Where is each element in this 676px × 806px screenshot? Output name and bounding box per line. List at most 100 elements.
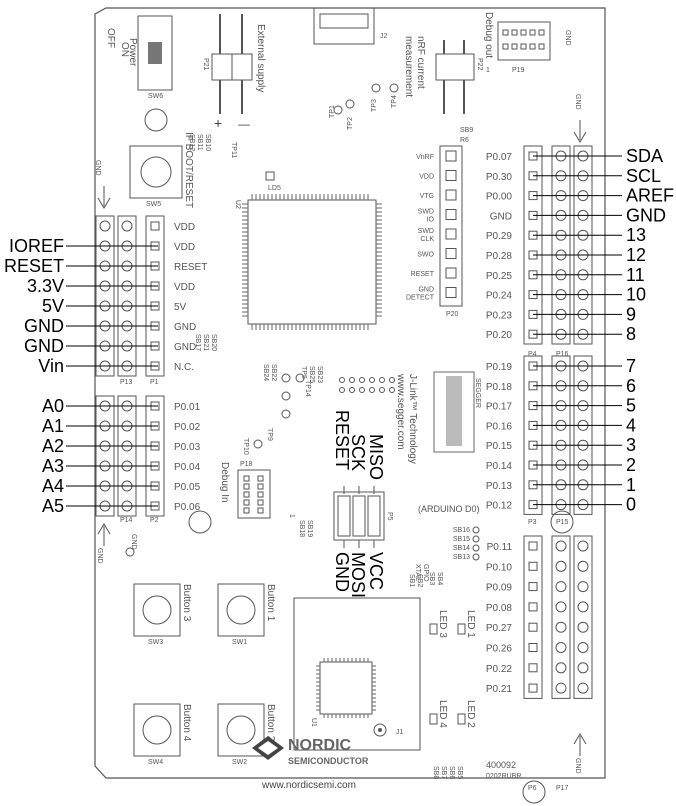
pin bbox=[528, 683, 538, 693]
pin bbox=[577, 662, 589, 674]
button-4[interactable] bbox=[133, 703, 181, 757]
solder-bridge-label: SB13 bbox=[453, 554, 470, 561]
arduino-pin-label: 5 bbox=[626, 396, 636, 416]
svg-text:P6: P6 bbox=[528, 785, 537, 792]
svg-text:SB9: SB9 bbox=[460, 127, 473, 134]
debug-in-header[interactable] bbox=[237, 469, 271, 519]
pin-label: GND bbox=[490, 211, 512, 222]
pin bbox=[257, 499, 264, 506]
svg-text:TP1: TP1 bbox=[329, 105, 336, 118]
arduino-pin-label: GND bbox=[626, 205, 666, 225]
pin bbox=[257, 475, 264, 482]
pin-label: P0.24 bbox=[486, 291, 513, 302]
p20-label: VDD bbox=[419, 174, 434, 181]
svg-text:R6: R6 bbox=[460, 137, 469, 144]
pin bbox=[529, 29, 536, 36]
arduino-pin-label: A2 bbox=[42, 436, 64, 456]
svg-text:P4: P4 bbox=[528, 351, 537, 358]
svg-text:SW6: SW6 bbox=[148, 93, 163, 100]
pin bbox=[520, 43, 527, 50]
pin-label: N.C. bbox=[174, 362, 194, 373]
arduino-pin-label: 2 bbox=[626, 455, 636, 475]
svg-text:NORDIC: NORDIC bbox=[288, 737, 352, 754]
button-3[interactable] bbox=[133, 583, 181, 637]
usb-connector[interactable]: J2 bbox=[313, 7, 388, 45]
svg-text:Button 1: Button 1 bbox=[265, 584, 276, 622]
svg-text:J-Link™ Technology: J-Link™ Technology bbox=[407, 374, 418, 464]
middle-test-points bbox=[281, 373, 305, 419]
pin bbox=[528, 541, 538, 551]
svg-text:TP14: TP14 bbox=[304, 380, 311, 397]
leds bbox=[429, 623, 466, 725]
pin bbox=[445, 209, 457, 220]
svg-text:SW1: SW1 bbox=[232, 639, 247, 646]
svg-text:SW5: SW5 bbox=[146, 201, 161, 208]
svg-text:LED 3: LED 3 bbox=[437, 610, 448, 638]
pin-label: RESET bbox=[174, 262, 207, 273]
svg-text:TP3: TP3 bbox=[371, 99, 378, 112]
solder-bridge-label: SB14 bbox=[453, 545, 470, 552]
svg-text:SB12: SB12 bbox=[188, 134, 195, 151]
external-supply-header bbox=[211, 14, 253, 114]
pin-label: P0.05 bbox=[174, 482, 201, 493]
if-boot-reset-button[interactable] bbox=[129, 145, 183, 199]
arduino-pin-label: 5V bbox=[42, 296, 64, 316]
svg-text:TP10: TP10 bbox=[242, 438, 249, 455]
pin bbox=[555, 621, 567, 633]
button-1[interactable] bbox=[217, 583, 265, 637]
pin-label: P0.00 bbox=[486, 192, 513, 203]
pin-label: P0.20 bbox=[486, 330, 513, 341]
svg-text:TP11: TP11 bbox=[230, 142, 237, 158]
svg-text:0202RUBR: 0202RUBR bbox=[486, 773, 521, 780]
svg-text:GND: GND bbox=[96, 548, 103, 564]
svg-text:SB11: SB11 bbox=[196, 134, 203, 151]
spi-vcc-label: VCC bbox=[366, 552, 386, 590]
svg-text:Debug out: Debug out bbox=[483, 12, 494, 58]
pin bbox=[555, 560, 567, 572]
pin bbox=[445, 170, 457, 181]
pin bbox=[528, 602, 538, 612]
pin bbox=[528, 582, 538, 592]
pin-label: P0.09 bbox=[486, 583, 513, 594]
pin-label: P0.12 bbox=[486, 501, 513, 512]
svg-text:GPIO: GPIO bbox=[422, 564, 429, 582]
pin-label: P0.29 bbox=[486, 231, 513, 242]
arduino-pin-label: 3.3V bbox=[27, 276, 64, 296]
power-switch[interactable]: SW6 bbox=[137, 15, 173, 100]
pin-label: 5V bbox=[174, 302, 187, 313]
pin-label: VDD bbox=[174, 282, 195, 293]
pin bbox=[445, 248, 457, 259]
arduino-pin-label: 12 bbox=[626, 245, 646, 265]
svg-text:ON: ON bbox=[119, 42, 130, 57]
pin bbox=[528, 622, 538, 632]
svg-text:GND: GND bbox=[574, 758, 581, 774]
svg-text:P2: P2 bbox=[150, 517, 159, 524]
svg-text:Power: Power bbox=[127, 38, 138, 67]
arduino-pin-label: A3 bbox=[42, 456, 64, 476]
svg-text:400092: 400092 bbox=[486, 760, 516, 770]
pin bbox=[577, 560, 589, 572]
pin-label: P0.11 bbox=[487, 542, 513, 553]
svg-text:TP2: TP2 bbox=[347, 117, 354, 130]
button-2[interactable] bbox=[217, 703, 265, 757]
svg-text:GND: GND bbox=[130, 534, 137, 550]
pin-label: P0.03 bbox=[174, 442, 201, 453]
p20-label: VnRF bbox=[416, 154, 434, 161]
pin bbox=[577, 581, 589, 593]
spi-header[interactable] bbox=[333, 486, 385, 548]
arduino-pin-label: RESET bbox=[4, 256, 64, 276]
arduino-pin-label: AREF bbox=[626, 186, 674, 206]
arduino-pin-label: 13 bbox=[626, 225, 646, 245]
arduino-pin-label: A5 bbox=[42, 496, 64, 516]
arduino-pin-label: Vin bbox=[38, 356, 64, 376]
debug-out-header[interactable] bbox=[497, 21, 551, 61]
spi-miso-label: MISO bbox=[366, 434, 386, 480]
pin bbox=[577, 682, 589, 694]
svg-text:www.segger.com: www.segger.com bbox=[395, 373, 406, 450]
chip-u2 bbox=[242, 194, 382, 330]
svg-text:SB18: SB18 bbox=[298, 520, 305, 537]
pin bbox=[528, 561, 538, 571]
pin bbox=[577, 621, 589, 633]
